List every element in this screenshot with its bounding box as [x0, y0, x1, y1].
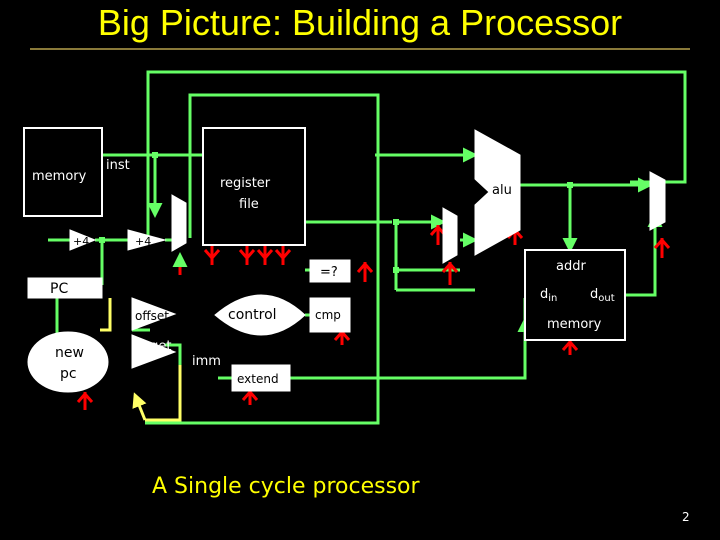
slide-title: Big Picture: Building a Processor — [97, 2, 623, 43]
plus4-label-b: +4 — [135, 235, 151, 248]
mux-alu-input — [442, 207, 458, 264]
target-adder — [131, 334, 177, 369]
extend-unit — [231, 364, 291, 392]
mux-rf-input — [171, 194, 187, 252]
components — [23, 127, 666, 393]
control-label: control — [228, 307, 277, 323]
instruction-memory-label: memory — [32, 169, 87, 184]
pc-register — [27, 277, 103, 299]
pc-adder-b — [127, 229, 167, 251]
inst-label: inst — [106, 158, 130, 173]
pc-feedback-path — [100, 298, 182, 422]
slide-caption: A Single cycle processor — [152, 474, 420, 499]
pc-label: PC — [50, 281, 68, 297]
title-divider — [30, 48, 690, 50]
new-pc-mux — [27, 331, 109, 393]
offset-label: offset — [135, 309, 169, 323]
page-number: 2 — [682, 510, 690, 524]
din-label: din — [540, 287, 557, 304]
equals-block — [309, 259, 351, 283]
register-file-label-line1: register — [220, 176, 271, 191]
extend-label: extend — [237, 372, 279, 386]
new-pc-label-line1: new — [55, 345, 84, 361]
control-unit — [214, 294, 306, 336]
cmp-label: cmp — [315, 308, 341, 322]
mux-writeback — [649, 171, 666, 231]
plus4-label-a: +4 — [73, 235, 89, 248]
register-file-label-line2: file — [239, 197, 259, 212]
data-memory — [524, 249, 626, 341]
junction-dots — [99, 152, 573, 273]
new-pc-label-line2: pc — [60, 366, 77, 382]
register-file — [202, 127, 306, 246]
alu-label: alu — [492, 183, 512, 198]
instruction-memory — [23, 127, 103, 217]
dout-label: dout — [590, 287, 615, 304]
addr-label: addr — [556, 259, 586, 274]
pc-adder-a — [69, 229, 97, 251]
data-memory-label: memory — [547, 317, 602, 332]
alu — [474, 129, 521, 256]
control-signals — [76, 225, 671, 410]
target-label: target — [132, 339, 172, 354]
comparator — [309, 297, 351, 333]
equals-label: =? — [320, 265, 338, 280]
imm-label: imm — [192, 354, 221, 369]
offset-adder — [131, 297, 177, 331]
